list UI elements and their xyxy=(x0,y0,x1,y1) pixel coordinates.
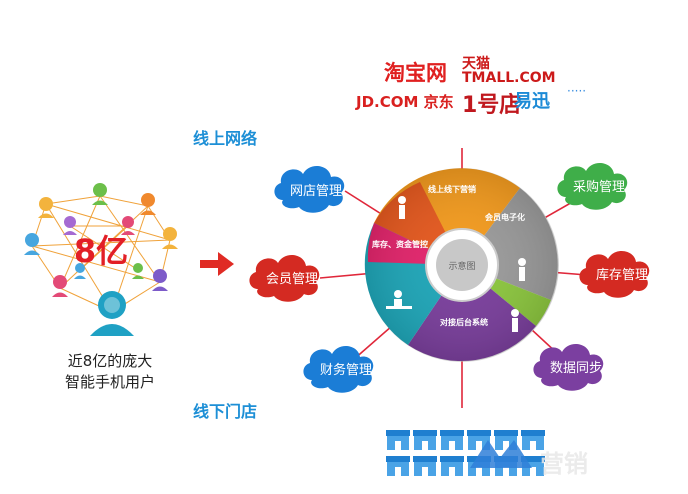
store-icon xyxy=(386,456,410,476)
avatar xyxy=(92,183,108,205)
cloud-membership-label: 会员管理 xyxy=(266,272,318,287)
cloud-finance: 财务管理 xyxy=(303,346,374,393)
user-count: 8亿 xyxy=(74,232,128,270)
avatar-large xyxy=(90,291,134,336)
user-network: 8亿 近8亿的庞大 智能手机用户 xyxy=(24,183,178,391)
online-network-label: 线上网络 xyxy=(193,129,257,148)
store-icon xyxy=(521,430,545,450)
user-avatars xyxy=(24,183,178,336)
person-icon xyxy=(518,258,526,281)
store-icon xyxy=(413,456,437,476)
avatar xyxy=(38,197,54,218)
cloud-procurement-label: 采购管理 xyxy=(573,179,625,195)
avatar xyxy=(74,263,86,279)
seg-ecom-title: 会员电子化 xyxy=(485,212,525,222)
store-icon xyxy=(413,430,437,450)
jd-logo: JD.COM 京东 xyxy=(355,93,454,111)
taobao-logo: 淘宝网 xyxy=(384,61,447,85)
cloud-inventory: 库存管理 xyxy=(579,251,650,298)
check-icon xyxy=(470,440,532,468)
seg-stock-title: 库存、资金管控 xyxy=(372,239,428,249)
users-caption-line2: 智能手机用户 xyxy=(65,373,155,391)
cloud-finance-label: 财务管理 xyxy=(320,362,372,378)
person-icon xyxy=(398,196,406,219)
flow-arrow xyxy=(200,252,234,276)
tmall-logo-cn: 天猫 xyxy=(462,55,490,72)
person-icon xyxy=(511,309,519,332)
avatar xyxy=(63,216,77,235)
seg-backend-title: 对接后台系统 xyxy=(440,317,488,327)
avatar xyxy=(140,193,156,215)
tmall-logo-en: TMALL.COM xyxy=(462,70,556,86)
yixun-logo: 易迅 xyxy=(514,91,551,112)
cloud-online-store-label: 网店管理 xyxy=(290,184,342,199)
avatar xyxy=(52,275,68,297)
users-caption-line1: 近8亿的庞大 xyxy=(68,352,153,370)
watermark-text: 营销 xyxy=(540,450,588,478)
brand-logos: 淘宝网 天猫 TMALL.COM JD.COM 京东 1号店 易迅 ····· xyxy=(355,55,586,118)
store-icon xyxy=(386,430,410,450)
avatar xyxy=(132,263,144,279)
store-icon xyxy=(440,456,464,476)
yhd-logo: 1号店 xyxy=(462,93,521,118)
more-dots: ····· xyxy=(567,84,586,98)
cloud-membership: 会员管理 xyxy=(249,255,320,302)
avatar xyxy=(121,216,135,235)
cloud-data-sync: 数据同步 xyxy=(533,344,604,391)
avatar xyxy=(24,233,40,255)
offline-store-label: 线下门店 xyxy=(193,402,257,421)
cloud-inventory-label: 库存管理 xyxy=(596,267,648,283)
store-icon xyxy=(440,430,464,450)
wheel-center-label: 示意图 xyxy=(448,260,475,272)
cloud-online-store: 网店管理 xyxy=(274,166,345,213)
service-wheel: 示意图 线上线下营销 会员电子化 对接后台系统 库存、资金管控 xyxy=(364,168,559,362)
seg-marketing-title: 线上线下营销 xyxy=(428,184,476,194)
avatar xyxy=(162,227,178,249)
watermark-logo: 营销 xyxy=(470,440,588,478)
avatar xyxy=(152,269,168,291)
cloud-procurement: 采购管理 xyxy=(557,163,628,210)
desk-icon xyxy=(386,290,412,309)
cloud-data-sync-label: 数据同步 xyxy=(550,361,602,376)
